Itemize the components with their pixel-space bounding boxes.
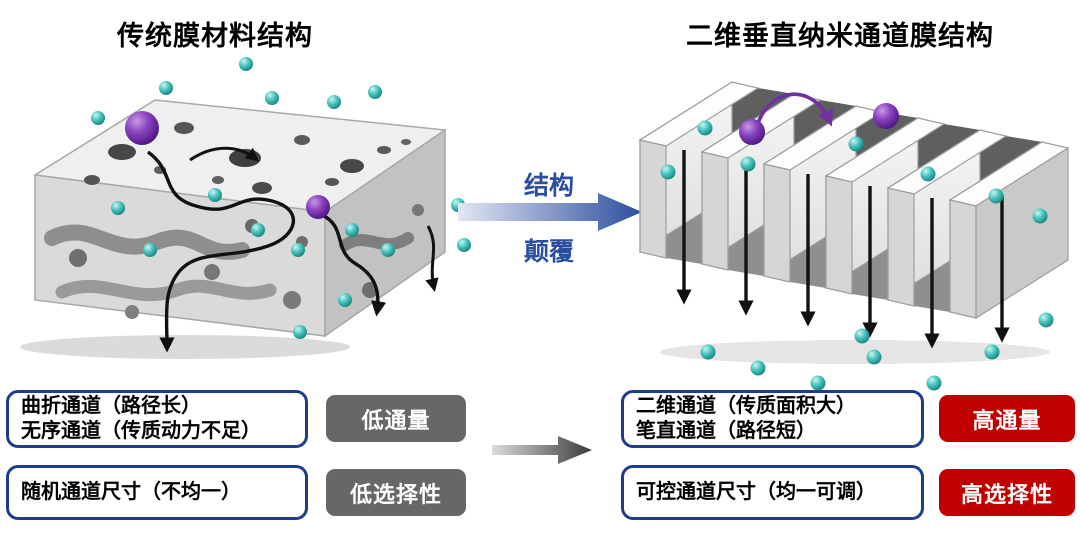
right-feature-box-channels: 二维通道（传质面积大） 笔直通道（路径短） xyxy=(621,390,924,448)
transition-label-bottom: 颠覆 xyxy=(523,238,574,266)
feature-line: 笔直通道（路径短） xyxy=(636,420,816,442)
transition-label-top: 结构 xyxy=(523,172,574,200)
left-title: 传统膜材料结构 xyxy=(117,21,313,51)
feature-line: 二维通道（传质面积大） xyxy=(636,395,856,417)
nanochannel-membrane-block xyxy=(638,80,1070,364)
low-selectivity-badge: 低选择性 xyxy=(326,469,466,516)
high-selectivity-badge: 高选择性 xyxy=(939,469,1075,516)
channel-flow-arrows-icon xyxy=(676,150,1010,349)
tortuous-flow-arrows-icon xyxy=(146,146,439,353)
feature-line: 可控通道尺寸（均一可调） xyxy=(636,481,876,503)
low-flux-badge: 低通量 xyxy=(326,395,466,442)
result-arrow-icon xyxy=(492,436,592,464)
traditional-membrane-block xyxy=(20,99,448,359)
left-feature-box-channels: 曲折通道（路径长） 无序通道（传质动力不足） xyxy=(6,390,308,448)
feature-line: 曲折通道（路径长） xyxy=(21,395,201,417)
feature-line: 随机通道尺寸（不均一） xyxy=(21,481,241,503)
feature-line: 无序通道（传质动力不足） xyxy=(21,420,261,442)
high-flux-badge: 高通量 xyxy=(939,395,1075,442)
left-feature-box-size: 随机通道尺寸（不均一） xyxy=(6,465,308,520)
transition-arrow-icon xyxy=(458,193,642,231)
right-particles xyxy=(660,103,1054,391)
rejected-particle-arrow-icon xyxy=(754,92,833,131)
right-feature-box-size: 可控通道尺寸（均一可调） xyxy=(621,465,924,520)
right-title: 二维垂直纳米通道膜结构 xyxy=(686,21,994,51)
